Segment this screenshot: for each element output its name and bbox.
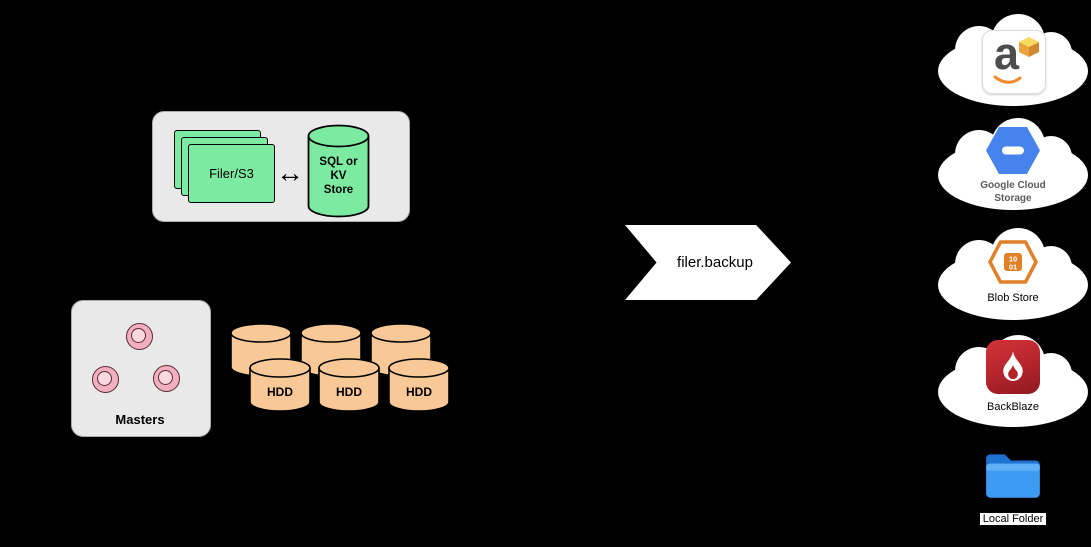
filer-node-label: Filer/S3	[209, 166, 254, 181]
bidirectional-arrow-icon: ↔	[276, 157, 304, 188]
hdd-label: HDD	[406, 385, 432, 399]
kv-store-cylinder: SQL or KV Store	[307, 124, 370, 218]
masters-label: Masters	[115, 412, 165, 427]
filer-backup-label: filer.backup	[677, 254, 753, 271]
cloud-amazon-s3: a	[934, 8, 1091, 110]
blob-digits-top: 10	[1009, 255, 1017, 264]
volume-cylinder: HDD	[388, 358, 450, 412]
volume-cylinder: HDD	[249, 358, 311, 412]
blob-digits-bottom: 01	[1009, 263, 1017, 272]
cloud-backblaze: BackBlaze	[934, 329, 1091, 431]
flame-icon	[1003, 351, 1023, 381]
masters-container	[71, 300, 211, 437]
blob-store-icon: 10 01	[988, 240, 1038, 284]
hdd-label: HDD	[267, 385, 293, 399]
hdd-label: HDD	[336, 385, 362, 399]
cloud-google-cloud-storage: Google Cloud Storage	[934, 112, 1091, 214]
cloud-blob-store: 10 01 Blob Store	[934, 222, 1091, 324]
aws-cube-icon	[1019, 37, 1039, 57]
backblaze-label: BackBlaze	[987, 401, 1039, 413]
volume-cylinder: HDD	[318, 358, 380, 412]
local-folder-icon	[986, 454, 1040, 498]
local-folder-label-wrap: Local Folder	[934, 509, 1091, 527]
local-folder-group: Local Folder	[934, 445, 1091, 545]
kv-store-label: SQL or KV Store	[319, 156, 358, 196]
filer-node: Filer/S3	[188, 144, 275, 203]
master-node-icon	[126, 323, 153, 350]
amazon-smile-icon	[993, 75, 1022, 84]
google-cloud-storage-label: Google Cloud Storage	[980, 180, 1046, 204]
filer-backup-arrow: filer.backup	[625, 225, 791, 300]
google-cloud-storage-icon	[986, 127, 1040, 174]
master-node-icon	[153, 365, 180, 392]
master-node-icon	[92, 366, 119, 393]
blob-store-label: Blob Store	[987, 292, 1039, 304]
cylinder-shape	[307, 124, 370, 218]
amazon-a-glyph: a	[994, 28, 1020, 79]
amazon-s3-icon: a	[982, 28, 1046, 94]
local-folder-label: Local Folder	[979, 513, 1047, 525]
backblaze-icon	[986, 340, 1040, 394]
